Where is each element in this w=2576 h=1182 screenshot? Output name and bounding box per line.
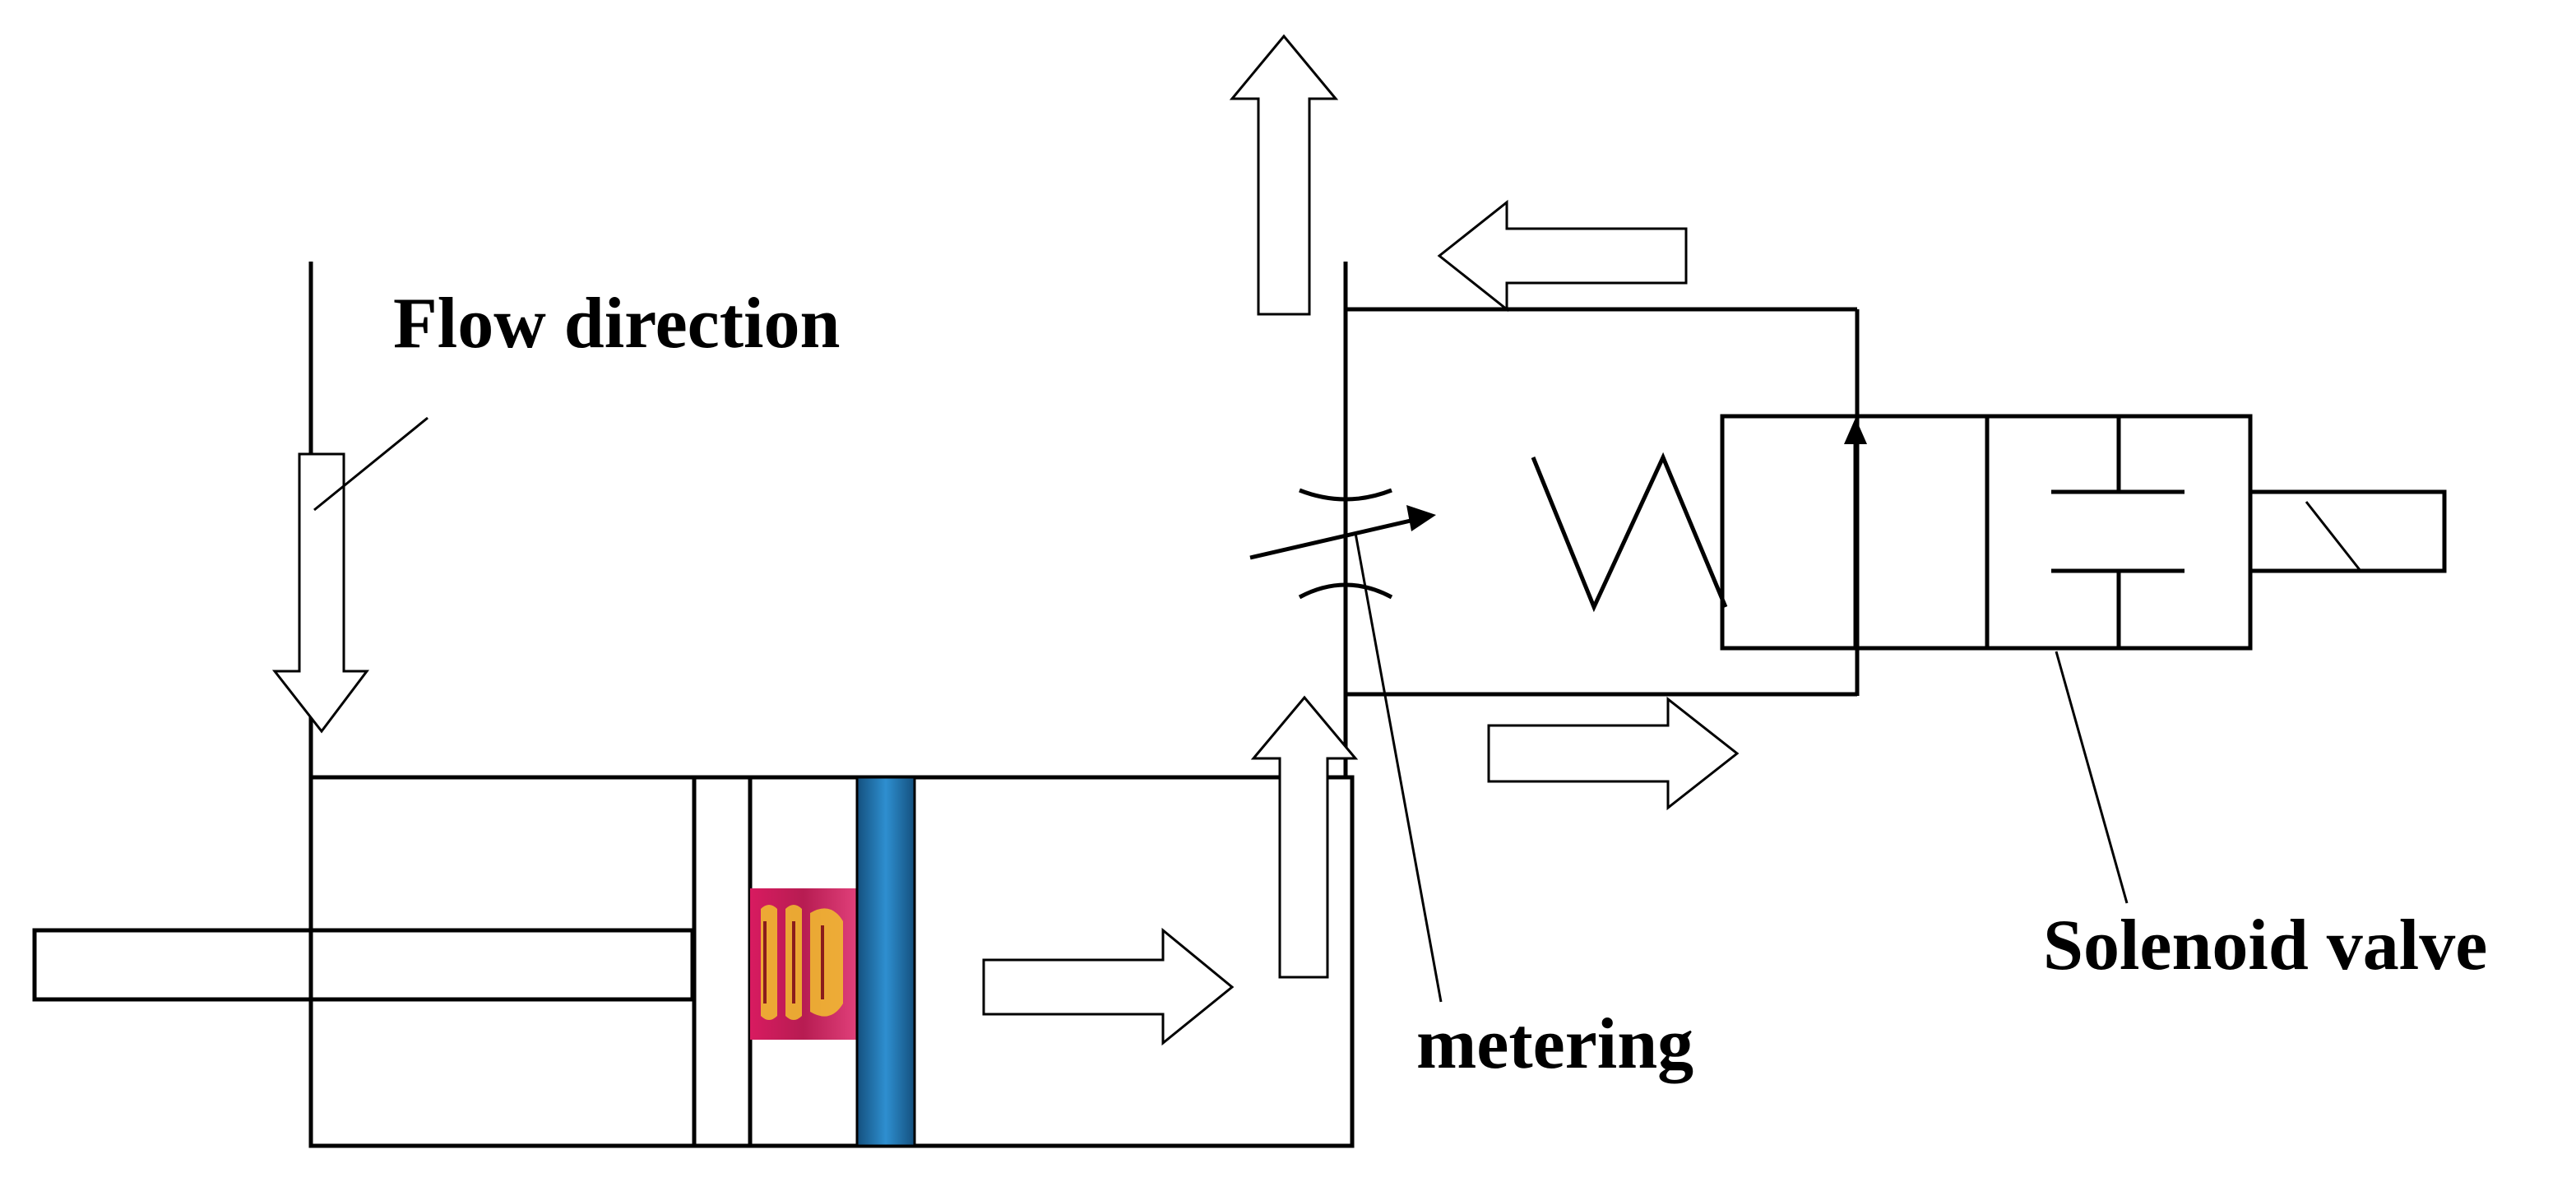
cylinder-up-arrow (1250, 695, 1359, 979)
solenoid-valve (1531, 414, 2447, 651)
return-left-arrow (1437, 199, 1688, 313)
piston-spring (750, 888, 857, 1040)
solenoid-valve-leader (2055, 651, 2129, 904)
metering-leader (1354, 532, 1443, 1003)
hydraulic-cylinder (32, 262, 1355, 1148)
metering-throttle-symbol (1249, 488, 1436, 600)
solenoid-actuator (2248, 489, 2447, 573)
flow-direction-leader (313, 416, 429, 512)
piston-plate (855, 776, 916, 1147)
metering-label: metering (1416, 1004, 1693, 1084)
piston-rod (32, 928, 695, 1002)
flow-direction-label: Flow direction (393, 284, 840, 364)
valve-spring (1531, 452, 1728, 613)
cylinder-flow-arrow (982, 927, 1235, 1046)
flow-direction-arrow (271, 452, 370, 734)
outlet-up-arrow (1229, 34, 1339, 316)
solenoid-valve-label: Solenoid valve (2043, 906, 2487, 985)
piston-head (692, 775, 753, 1148)
valve-right-arrow (1487, 696, 1740, 811)
cylinder-body (308, 775, 1355, 1148)
